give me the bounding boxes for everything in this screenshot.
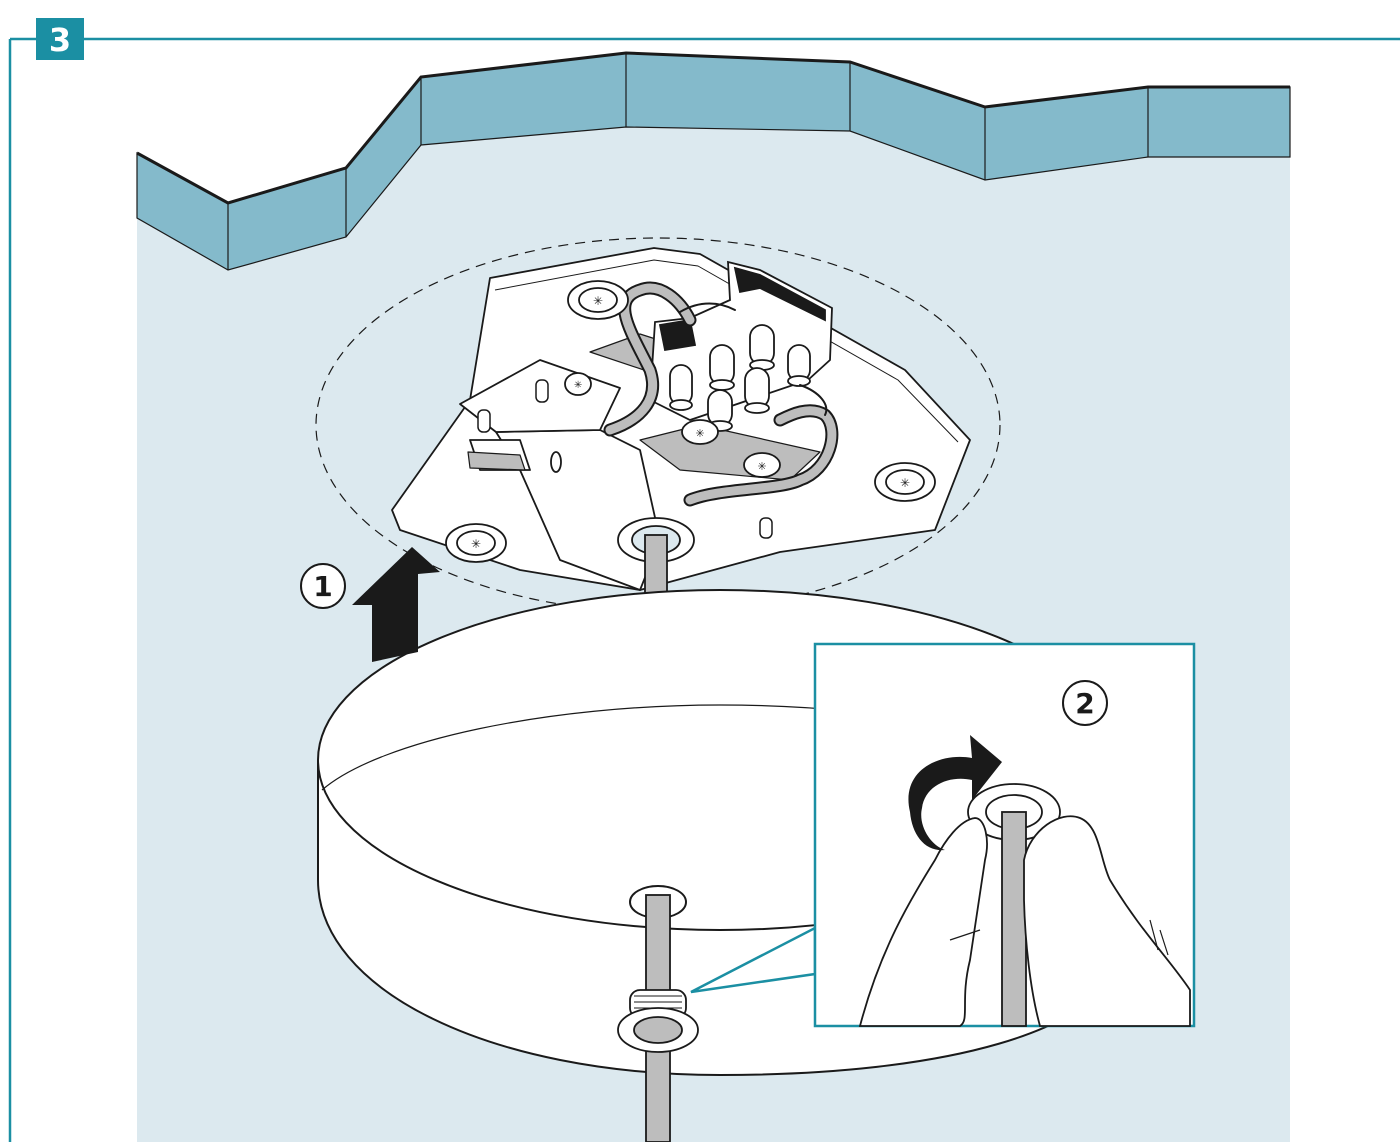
callout-2: 2 bbox=[1062, 680, 1108, 726]
svg-text:✳: ✳ bbox=[574, 380, 582, 391]
step-number: 3 bbox=[36, 20, 84, 60]
callout-1: 1 bbox=[300, 563, 346, 609]
svg-text:✳: ✳ bbox=[471, 537, 481, 551]
svg-text:✳: ✳ bbox=[900, 476, 910, 490]
svg-text:✳: ✳ bbox=[757, 461, 766, 473]
svg-text:✳: ✳ bbox=[593, 294, 603, 308]
cable-gland bbox=[618, 990, 698, 1052]
svg-text:✳: ✳ bbox=[695, 428, 704, 440]
